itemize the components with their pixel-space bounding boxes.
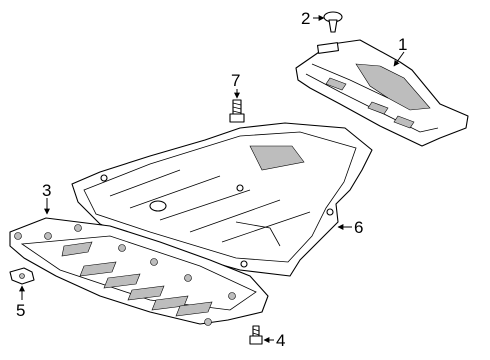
callout-4: 4: [276, 331, 285, 350]
push-pin-part-2[interactable]: [323, 11, 343, 33]
leader-1: [393, 51, 405, 67]
callout-2: 2: [301, 9, 310, 28]
callout-5: 5: [16, 301, 25, 320]
callout-3: 3: [42, 181, 51, 200]
screw-part-4[interactable]: [249, 325, 263, 345]
front-shield-part-3[interactable]: [9, 217, 269, 326]
splash-shield-part-1[interactable]: [295, 39, 469, 147]
callout-6: 6: [354, 218, 363, 237]
callout-1: 1: [398, 35, 407, 54]
callout-7: 7: [231, 71, 240, 90]
clip-part-5[interactable]: [9, 267, 35, 285]
bolt-part-7[interactable]: [229, 99, 245, 123]
